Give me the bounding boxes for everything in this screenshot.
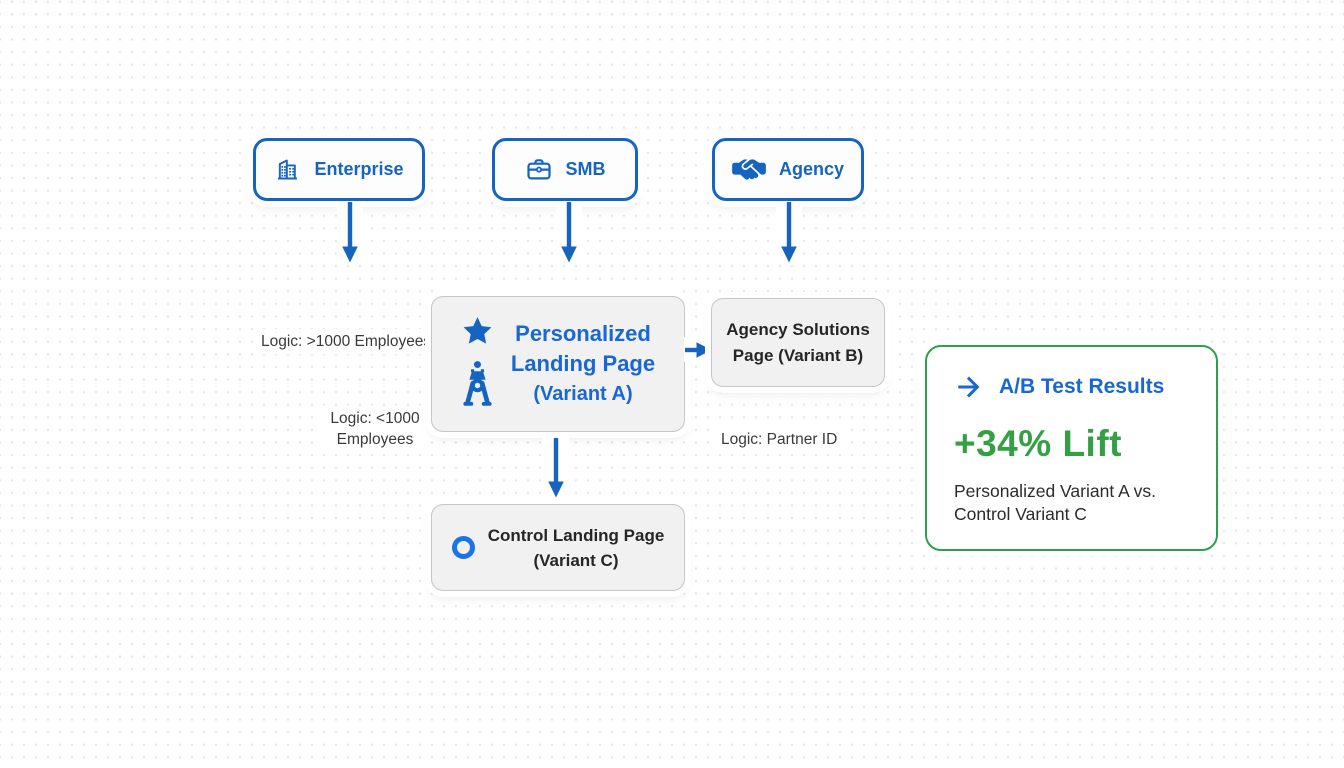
briefcase-icon (526, 158, 551, 180)
variant-a-line1: Personalized (515, 321, 651, 346)
handshake-icon (732, 159, 766, 180)
results-comparison: Personalized Variant A vs. Control Varia… (954, 480, 1189, 526)
variant-c-title: Control Landing Page (Variant C) (488, 523, 665, 573)
logic-label-smb: Logic: <1000 Employees (322, 406, 428, 452)
arrow-down-icon (342, 202, 358, 263)
node-smb: SMB (492, 138, 638, 201)
variant-a-line2: Landing Page (510, 351, 656, 376)
arrow-variant-a-to-b (684, 337, 712, 362)
arrow-right-icon (684, 341, 711, 358)
circle-icon (451, 536, 475, 559)
arrow-agency-down (776, 202, 802, 263)
building-icon (278, 159, 298, 180)
results-header: A/B Test Results (954, 372, 1189, 402)
arrow-variant-a-to-c (543, 438, 569, 498)
segment-label-smb: SMB (565, 159, 606, 179)
node-variant-c: Control Landing Page (Variant C) (431, 504, 685, 591)
node-variant-a: Personalized Landing Page (Variant A) (431, 296, 685, 432)
variant-b-line2: Page (Variant B) (732, 345, 864, 365)
variant-a-icons (461, 315, 494, 413)
arrow-down-icon (548, 438, 564, 498)
variant-b-title: Agency Solutions Page (Variant B) (726, 317, 870, 369)
variant-a-title: Personalized Landing Page (Variant A) (511, 319, 655, 409)
node-enterprise: Enterprise (253, 138, 425, 201)
variant-a-line3: (Variant A) (533, 383, 633, 405)
results-title: A/B Test Results (999, 375, 1165, 398)
star-icon (463, 317, 492, 344)
logic-label-smb-line1: Logic: <1000 (330, 410, 420, 427)
node-variant-b: Agency Solutions Page (Variant B) (711, 298, 885, 387)
comparison-line2: Control Variant C (954, 504, 1087, 524)
comparison-line1: Personalized Variant A vs. (954, 481, 1157, 501)
arrow-forward-icon (958, 376, 980, 398)
lift-value: +34% Lift (954, 423, 1122, 464)
results-panel: A/B Test Results +34% Lift Personalized … (925, 345, 1218, 551)
arrow-down-icon (781, 202, 797, 263)
robot-icon (463, 361, 492, 406)
variant-c-line2: (Variant C) (533, 550, 619, 570)
logic-label-agency: Logic: Partner ID (716, 427, 843, 452)
logic-label-enterprise: Logic: >1000 Employees (256, 329, 437, 354)
arrow-enterprise-down (337, 202, 363, 263)
logic-label-smb-line2: Employees (336, 431, 414, 448)
segment-label-enterprise: Enterprise (314, 159, 404, 179)
node-agency: Agency (712, 138, 864, 201)
arrow-smb-down (556, 202, 582, 263)
variant-b-line1: Agency Solutions (726, 319, 870, 339)
segment-label-agency: Agency (778, 159, 845, 179)
variant-c-line1: Control Landing Page (487, 525, 665, 545)
arrow-down-icon (561, 202, 577, 263)
